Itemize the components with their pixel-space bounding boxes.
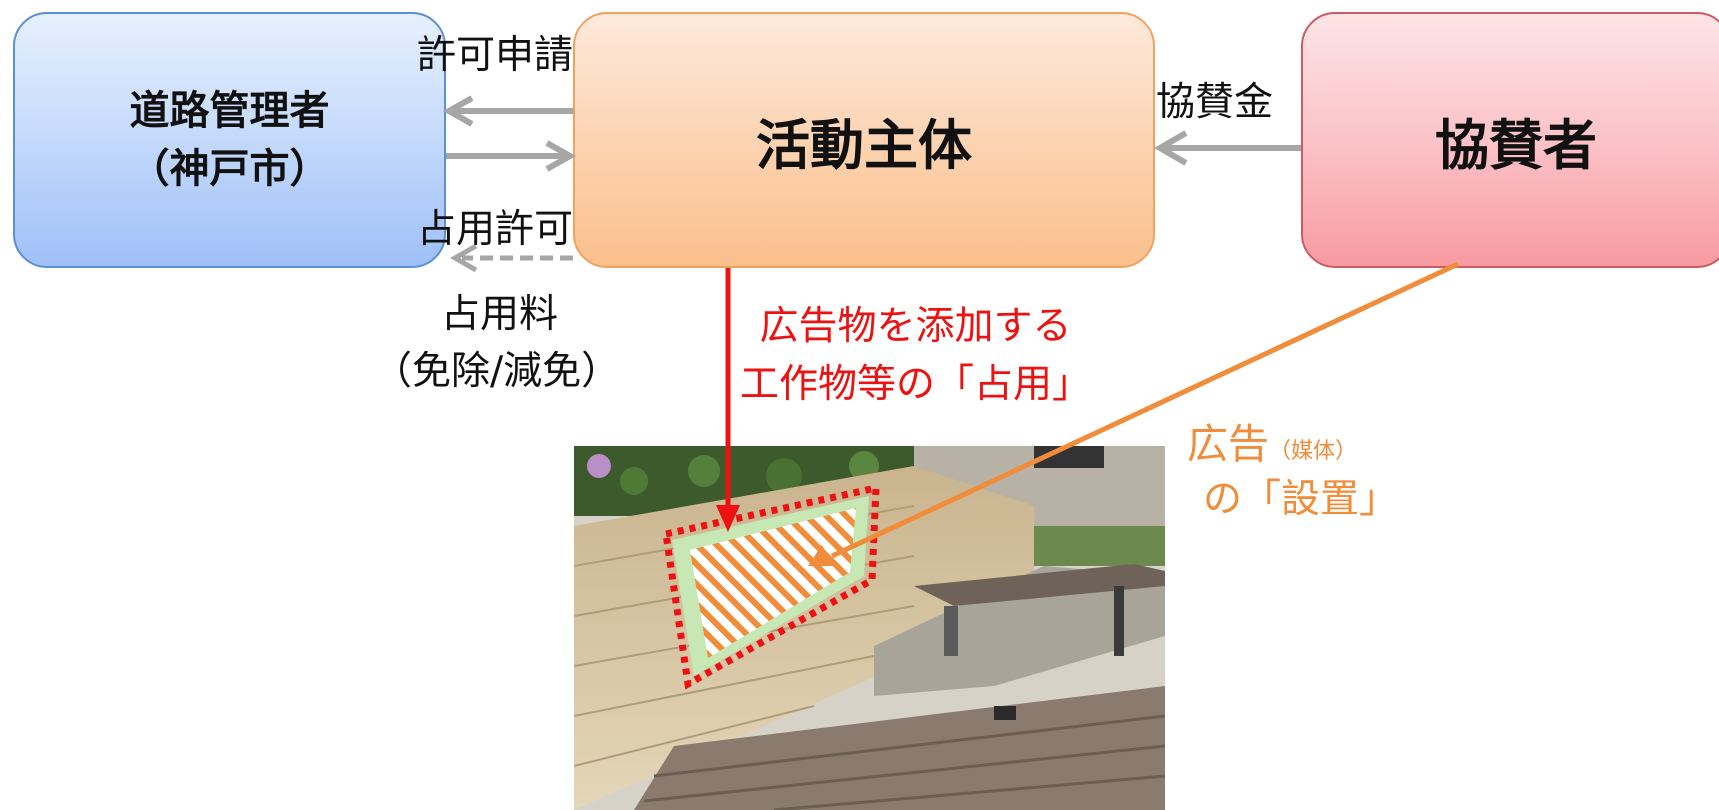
sponsorship-money-arrow xyxy=(1153,130,1301,166)
road-administrator-sublabel: （神戸市） xyxy=(129,146,330,192)
sponsor-label: 協賛者 xyxy=(1435,113,1597,177)
occupancy-description-line1: 広告物を添加する xyxy=(759,304,1072,349)
road-administrator-box: 道路管理者 （神戸市） xyxy=(13,12,446,268)
occupancy-fee-arrow xyxy=(449,243,573,273)
occupancy-fee-note: （免除/減免） xyxy=(373,349,621,394)
road-administrator-label: 道路管理者 xyxy=(129,88,330,134)
activity-entity-label: 活動主体 xyxy=(756,113,972,177)
ad-installation-main: 広告 xyxy=(1187,420,1269,468)
permit-application-arrow xyxy=(442,95,573,127)
occupancy-fee-label: 占用料 xyxy=(441,292,559,337)
ad-installation-media: （媒体） xyxy=(1269,439,1358,464)
site-photo-illustration xyxy=(574,446,1165,810)
occupancy-permit-arrow xyxy=(446,140,577,172)
sponsor-box: 協賛者 xyxy=(1301,12,1719,268)
ad-installation-line2: の「設置」 xyxy=(1203,477,1399,522)
occupancy-permit-label: 占用許可 xyxy=(417,207,574,252)
activity-entity-box: 活動主体 xyxy=(573,12,1155,268)
sponsorship-money-label: 協賛金 xyxy=(1156,80,1274,125)
ad-installation-arrow xyxy=(808,261,1460,566)
permit-application-label: 許可申請 xyxy=(417,33,574,78)
occupancy-description-line2: 工作物等の「占用」 xyxy=(740,362,1092,407)
occupancy-arrow xyxy=(716,268,740,532)
site-photo xyxy=(574,446,1165,810)
occupancy-description: 広告物を添加する 工作物等の「占用」 xyxy=(740,298,1091,414)
ad-installation-label: 広告（媒体） xyxy=(1187,410,1357,470)
